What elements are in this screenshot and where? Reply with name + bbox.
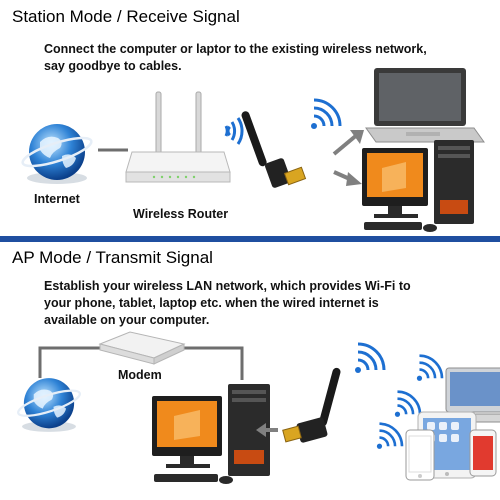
wireless-router-icon bbox=[125, 91, 231, 183]
station-mode-description-line2: say goodbye to cables. bbox=[44, 59, 182, 73]
wireless-router-label: Wireless Router bbox=[133, 207, 229, 221]
smartphone-icon bbox=[469, 429, 497, 477]
ap-mode-title: AP Mode / Transmit Signal bbox=[12, 248, 213, 267]
usb-wifi-adapter-icon bbox=[241, 111, 307, 188]
wifi-signal-icon bbox=[376, 422, 404, 449]
ap-mode-description-line1: Establish your wireless LAN network, whi… bbox=[44, 279, 411, 293]
desktop-computer-icon bbox=[152, 384, 270, 484]
desktop-computer-icon bbox=[362, 140, 474, 232]
ap-mode-description-line2: your phone, tablet, laptop etc. when the… bbox=[44, 296, 379, 310]
usb-wifi-adapter-icon bbox=[282, 367, 341, 443]
laptop-icon bbox=[439, 367, 500, 423]
modem-icon bbox=[98, 331, 186, 365]
wifi-signal-icon bbox=[394, 390, 422, 417]
modem-label: Modem bbox=[118, 368, 162, 382]
wifi-signal-icon bbox=[311, 98, 342, 129]
wifi-signal-icon bbox=[416, 354, 444, 381]
station-mode-description-line1: Connect the computer or laptor to the ex… bbox=[44, 42, 427, 56]
section-divider bbox=[0, 236, 500, 242]
globe-icon bbox=[21, 124, 93, 184]
wifi-signal-icon bbox=[355, 342, 386, 373]
ap-mode-description-line3: available on your computer. bbox=[44, 313, 210, 327]
wifi-signal-icon bbox=[224, 117, 244, 145]
laptop-icon bbox=[365, 68, 485, 143]
globe-icon bbox=[17, 378, 81, 432]
smartphone-icon bbox=[405, 429, 435, 481]
station-connection-lines bbox=[98, 148, 128, 152]
internet-label: Internet bbox=[34, 192, 80, 206]
arrow-icon bbox=[332, 130, 364, 186]
station-mode-title: Station Mode / Receive Signal bbox=[12, 7, 240, 26]
arrow-icon bbox=[256, 423, 278, 437]
